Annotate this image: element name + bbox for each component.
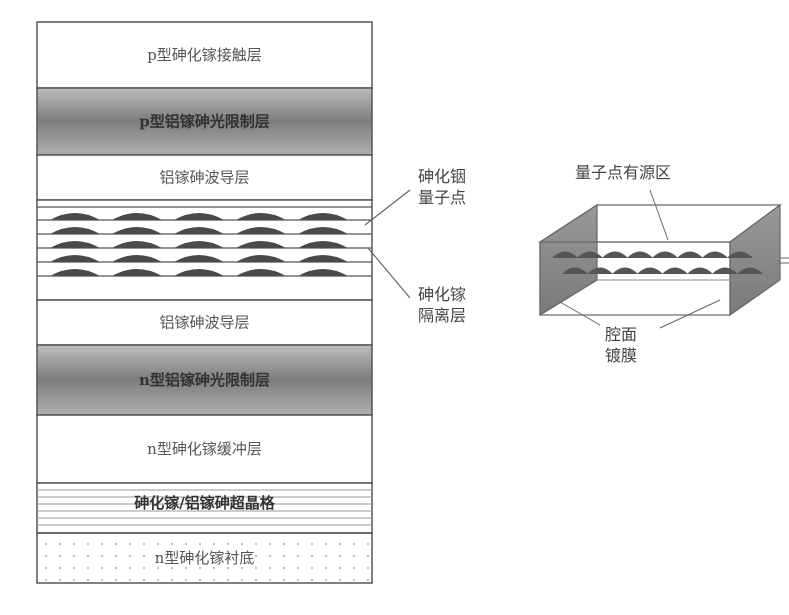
quantum-dot: [298, 213, 348, 220]
layer-3: [36, 199, 373, 301]
quantum-dot: [174, 213, 224, 220]
device-quantum-dot: [627, 251, 653, 258]
quantum-dot: [112, 213, 162, 220]
layer-rect: [36, 532, 373, 584]
layer-5: n型铝镓砷光限制层: [36, 344, 373, 416]
layer-rect: [36, 154, 373, 201]
device-quantum-dot: [577, 251, 603, 258]
quantum-dot: [50, 269, 100, 276]
quantum-dot: [50, 213, 100, 220]
quantum-dot: [50, 227, 100, 234]
device-quantum-dot: [637, 267, 663, 274]
quantum-dot: [174, 227, 224, 234]
inas-qd-label-2: 量子点: [418, 188, 466, 207]
layer-label: p型铝镓砷光限制层: [139, 113, 270, 131]
facet-coating-label-1: 腔面: [605, 325, 637, 344]
quantum-dot: [50, 241, 100, 248]
layer-label: n型砷化镓缓冲层: [147, 440, 262, 458]
quantum-dot: [236, 227, 286, 234]
quantum-dot: [112, 241, 162, 248]
inas-qd-label-1: 砷化铟: [418, 167, 466, 186]
quantum-dot: [236, 269, 286, 276]
active-region-label: 量子点有源区: [575, 163, 671, 182]
layer-rect: [36, 299, 373, 346]
device-quantum-dot: [677, 251, 703, 258]
quantum-dot: [236, 241, 286, 248]
layer-rect: [36, 87, 373, 156]
quantum-dot: [112, 269, 162, 276]
device-quantum-dot: [662, 267, 688, 274]
device-quantum-dot: [562, 267, 588, 274]
device-quantum-dot: [727, 251, 753, 258]
layer-label: p型砷化镓接触层: [147, 46, 262, 64]
layer-label: 铝镓砷波导层: [159, 169, 249, 187]
device-quantum-dot: [652, 251, 678, 258]
quantum-dot: [298, 269, 348, 276]
layer-rect: [36, 414, 373, 484]
device-quantum-dot: [712, 267, 738, 274]
callouts: 砷化铟 量子点 砷化镓 隔离层: [364, 167, 466, 325]
quantum-dot: [236, 213, 286, 220]
layer-6: n型砷化镓缓冲层: [36, 414, 373, 484]
laser-device-3d: 量子点有源区 腔面 镀膜: [537, 163, 789, 365]
gaas-spacer-label-2: 隔离层: [418, 306, 466, 325]
layer-label: 砷化镓/铝镓砷超晶格: [134, 494, 275, 512]
layer-rect: [36, 21, 373, 89]
layer-label: n型砷化镓衬底: [155, 549, 255, 567]
layer-label: n型铝镓砷光限制层: [139, 371, 270, 389]
device-quantum-dot: [737, 267, 763, 274]
layer-4: 铝镓砷波导层: [36, 299, 373, 346]
quantum-dot: [174, 255, 224, 262]
device-quantum-dot: [612, 267, 638, 274]
quantum-dot: [298, 255, 348, 262]
quantum-dot: [112, 255, 162, 262]
quantum-dot: [112, 227, 162, 234]
facet-coating-label-2: 镀膜: [605, 346, 637, 365]
quantum-dot: [174, 269, 224, 276]
device-quantum-dot: [587, 267, 613, 274]
gaas-spacer-label-1: 砷化镓: [418, 285, 466, 304]
layer-0: p型砷化镓接触层: [36, 21, 373, 89]
quantum-dot: [298, 227, 348, 234]
layer-8: n型砷化镓衬底: [36, 532, 373, 584]
device-quantum-dot: [552, 251, 578, 258]
layer-7: 砷化镓/铝镓砷超晶格: [36, 482, 373, 534]
layer-label: 铝镓砷波导层: [159, 314, 249, 332]
active-region-dots: [552, 251, 763, 274]
layer-rect: [36, 344, 373, 416]
quantum-dot: [174, 241, 224, 248]
quantum-dot: [298, 241, 348, 248]
device-quantum-dot: [602, 251, 628, 258]
device-quantum-dot: [687, 267, 713, 274]
device-quantum-dot: [702, 251, 728, 258]
layer-1: p型铝镓砷光限制层: [36, 87, 373, 156]
rear-facet: [539, 203, 598, 317]
quantum-dot: [236, 255, 286, 262]
quantum-dot: [50, 255, 100, 262]
layer-2: 铝镓砷波导层: [36, 154, 373, 201]
